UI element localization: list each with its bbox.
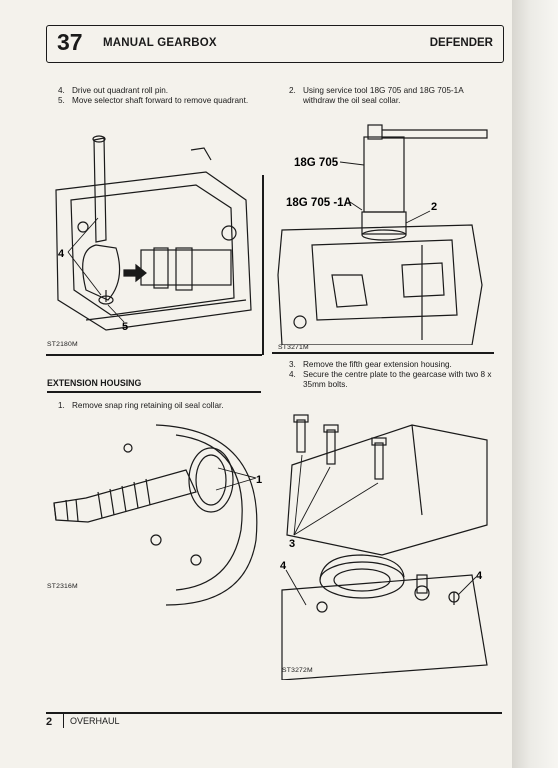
page-number: 2 <box>46 716 53 728</box>
figure-rule <box>272 352 494 354</box>
callout-label: 4 <box>58 248 65 260</box>
figure-extension-housing: 1 <box>46 420 262 610</box>
callout-label: 1 <box>256 474 262 486</box>
footer-section-label: OVERHAUL <box>63 714 510 728</box>
right-steps-2: 3.Remove the fifth gear extension housin… <box>289 360 494 390</box>
figure-selector-quadrant: 4 5 <box>46 130 262 355</box>
vehicle-model: DEFENDER <box>429 37 493 49</box>
callout-label: 4 <box>476 570 483 582</box>
figure-caption: ST2316M <box>47 583 78 590</box>
step-item: 2.Using service tool 18G 705 and 18G 705… <box>289 86 464 105</box>
callout-label: 3 <box>289 538 295 550</box>
figure-caption: ST2180M <box>47 341 78 348</box>
chapter-number: 37 <box>57 29 83 55</box>
figure-rule <box>262 175 264 355</box>
figure-caption: ST3271M <box>278 344 309 351</box>
step-item: 4.Drive out quadrant roll pin. <box>58 86 169 95</box>
right-steps: 2.Using service tool 18G 705 and 18G 705… <box>289 86 494 106</box>
figure-oil-seal-tool: 18G 705 18G 705 -1A 2 <box>272 115 494 346</box>
figure-caption: ST3272M <box>282 667 313 674</box>
page-header: 37 MANUAL GEARBOX DEFENDER <box>46 25 504 63</box>
callout-label: 2 <box>431 201 437 213</box>
callout-label: 5 <box>122 321 128 333</box>
page-edge-shadow <box>512 0 558 768</box>
callout-label: 4 <box>280 560 287 572</box>
callout-label: 18G 705 <box>294 157 339 169</box>
section-heading: EXTENSION HOUSING <box>47 378 142 388</box>
chapter-title: MANUAL GEARBOX <box>103 37 217 49</box>
footer-rule <box>46 712 502 714</box>
section-rule <box>47 391 261 393</box>
section-steps: 1.Remove snap ring retaining oil seal co… <box>58 401 262 411</box>
callout-label: 18G 705 -1A <box>286 197 352 209</box>
step-item: 5.Move selector shaft forward to remove … <box>58 96 249 105</box>
left-steps: 4.Drive out quadrant roll pin. 5.Move se… <box>58 86 258 106</box>
step-item: 4.Secure the centre plate to the gearcas… <box>289 370 492 389</box>
step-item: 1.Remove snap ring retaining oil seal co… <box>58 401 224 410</box>
figure-centre-plate: 3 4 4 <box>272 405 494 681</box>
figure-rule <box>46 354 262 356</box>
step-item: 3.Remove the fifth gear extension housin… <box>289 360 452 369</box>
